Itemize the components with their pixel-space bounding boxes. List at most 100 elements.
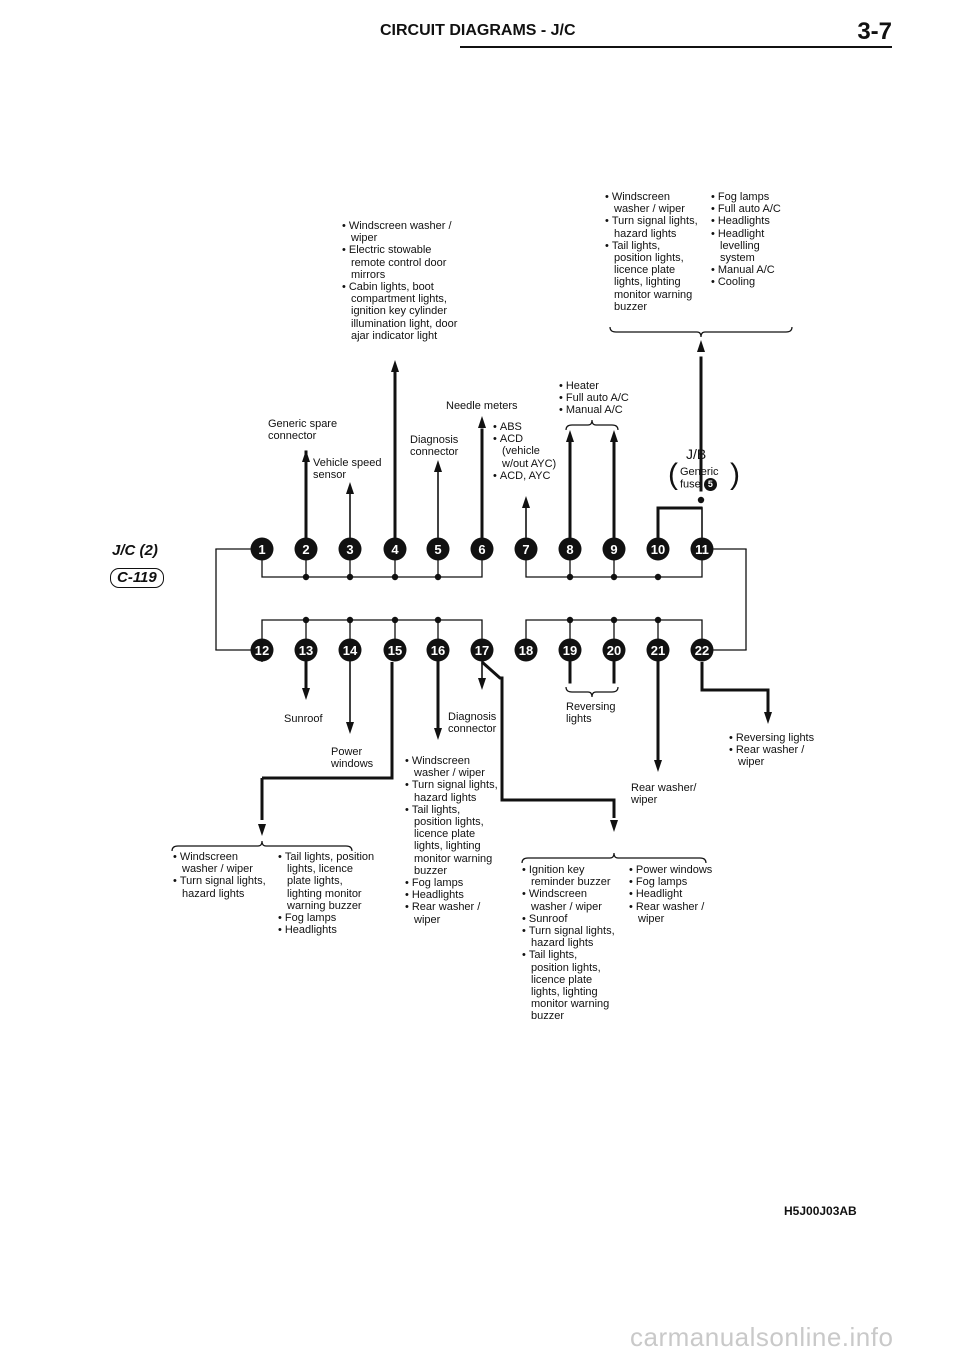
arrow-up-icon [391,360,399,372]
pin-circle [646,537,670,561]
figure-code: H5J00J03AB [784,1204,857,1218]
page-title: CIRCUIT DIAGRAMS - J/C [380,22,576,39]
list-item: Fog lamps [404,877,500,889]
page-number: 3-7 [857,18,892,45]
pin12-destination-list-a: Windscreen washer / wiperTurn signal lig… [172,851,268,900]
pin-number: 21 [651,643,665,658]
list-item: Turn signal lights, hazard lights [604,215,700,239]
list-item: Turn signal lights, hazard lights [404,779,500,803]
arrow-up-icon [697,340,705,352]
brace-pin10 [609,326,793,338]
arrow-up-icon [434,460,442,472]
arrow-up-icon [566,430,574,442]
junction-label: J/C (2) [112,542,158,559]
arrow-up-icon [522,496,530,508]
arrow-up-icon [302,450,310,462]
pin-circle [646,638,670,662]
jb-fuse-name: Generic [680,466,719,478]
list-item: Full auto A/C [710,203,794,215]
needle-meters-label: Needle meters [446,400,518,412]
pin-number: 19 [563,643,577,658]
abs-destination-list: ABSACD (vehicle w/out AYC)ACD, AYC [492,421,564,482]
jb-fuse-number: 5 [703,478,717,492]
brace-pin17 [521,852,707,864]
pin-circle [690,638,714,662]
pin-number: 22 [695,643,709,658]
pin-circle [383,537,407,561]
pin-number: 10 [651,542,665,557]
jb-fuse-label: Generic fuse 5 [680,466,719,492]
pin-number: 3 [346,542,353,557]
pin-circle [690,537,714,561]
brace-reversing [565,686,619,698]
reversing-lights-label: Reversing lights [566,701,616,726]
list-item: Tail lights, position lights, licence pl… [404,804,500,877]
list-item: Manual A/C [710,264,794,276]
pin-number: 2 [302,542,309,557]
list-item: Windscreen washer / wiper [341,220,466,244]
list-item: Headlight levelling system [710,228,794,265]
jb-title: J/B [686,446,707,462]
pin-number: 1 [258,542,265,557]
diagnosis-connector-bottom-label: Diagnosis connector [448,711,497,736]
bus-junction-dot [654,573,662,581]
pin-circle [338,537,362,561]
pin-circle [426,638,450,662]
list-item: Windscreen washer / wiper [604,191,700,215]
pin-number: 8 [566,542,573,557]
pin16-destination-list: Windscreen washer / wiperTurn signal lig… [404,755,500,926]
pin-number: 14 [343,643,358,658]
list-item: Cooling [710,276,794,288]
pin-circle [514,638,538,662]
list-item: Headlights [277,924,377,936]
pin-number: 13 [299,643,313,658]
pin-number: 4 [391,542,399,557]
diagnosis-connector-top-label: Diagnosis connector [410,434,459,459]
list-item: Turn signal lights, hazard lights [521,925,617,949]
list-item: Fog lamps [710,191,794,203]
pin-circle [514,537,538,561]
arrow-up-icon [610,430,618,442]
arrow-down-icon [478,678,486,690]
pin-circle [250,537,274,561]
list-item: Headlights [710,215,794,227]
pin-circle [558,638,582,662]
arrow-down-icon [654,760,662,772]
list-item: Rear washer / wiper [728,744,828,768]
jb-bracket-right: ) [730,458,740,491]
connector-badge: C-119 [110,568,164,588]
heater-destination-list: HeaterFull auto A/CManual A/C [558,380,648,417]
list-item: Headlight [628,888,728,900]
generic-spare-connector-label: Generic spare connector [268,418,338,443]
page-header: CIRCUIT DIAGRAMS - J/C 3-7 [380,18,892,50]
brace-heater [565,419,619,431]
arrow-up-icon [346,482,354,494]
pin-circle [470,537,494,561]
pin-number: 20 [607,643,621,658]
arrow-down-icon [258,824,266,836]
list-item: Heater [558,380,648,392]
list-item: Sunroof [521,913,617,925]
pin-number: 7 [522,542,529,557]
list-item: Ignition key reminder buzzer [521,864,617,888]
arrow-down-icon [434,728,442,740]
bus-top-left [261,557,483,578]
list-item: Turn signal lights, hazard lights [172,875,268,899]
list-item: Rear washer / wiper [404,901,500,925]
list-item: Fog lamps [628,876,728,888]
list-item: ACD (vehicle w/out AYC) [492,433,564,470]
pin17-destination-list-b: Power windowsFog lampsHeadlightRear wash… [628,864,728,925]
list-item: Windscreen washer / wiper [172,851,268,875]
pin-number: 17 [475,643,489,658]
pin-circle [602,638,626,662]
list-item: Rear washer / wiper [628,901,728,925]
brace-pin12 [171,840,353,852]
pin-number: 18 [519,643,533,658]
pin12-destination-list-b: Tail lights, position lights, licence pl… [277,851,377,936]
arrow-up-icon [478,416,486,428]
list-item: Power windows [628,864,728,876]
pin-circle [338,638,362,662]
arrow-down-icon [302,688,310,700]
